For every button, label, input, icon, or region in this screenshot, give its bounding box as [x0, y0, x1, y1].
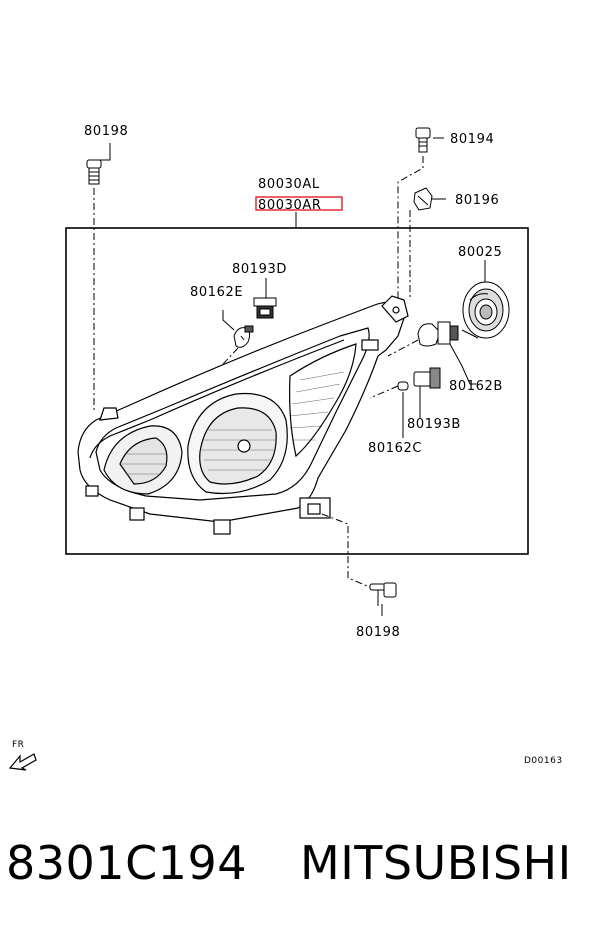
label-80030al: 80030AL: [258, 177, 320, 192]
label-80196: 80196: [455, 193, 499, 208]
label-80194: 80194: [450, 132, 494, 147]
socket-d-icon: [253, 297, 277, 319]
label-80193d: 80193D: [232, 262, 287, 277]
front-arrow-icon: [8, 753, 37, 771]
headlamp-assembly-illustration: [77, 295, 409, 535]
label-80198-bottom: 80198: [356, 625, 400, 640]
label-80030ar-highlight: [255, 196, 343, 211]
label-80162b: 80162B: [449, 379, 503, 394]
front-indicator-label: FR: [12, 740, 24, 750]
bolt-top-left-icon: [86, 143, 111, 410]
bulb-c-icon: [369, 381, 409, 438]
assembly-frame: [65, 227, 529, 555]
clip-icon: [409, 187, 446, 300]
label-80025: 80025: [458, 245, 502, 260]
bulb-b-icon: [417, 321, 476, 385]
label-80198-top: 80198: [84, 124, 128, 139]
part-number-caption: 8301C194: [6, 836, 247, 890]
label-80162c: 80162C: [368, 441, 422, 456]
bolt-bottom-icon: [321, 513, 397, 616]
label-80193b: 80193B: [407, 417, 461, 432]
bolt-top-right-icon: [397, 127, 444, 310]
dust-cap-icon: [461, 281, 510, 339]
label-80030ar: 80030AR: [258, 198, 321, 213]
bulb-e-icon: [233, 325, 254, 348]
diagram-code: D00163: [524, 756, 563, 766]
brand-caption: MITSUBISHI: [300, 836, 572, 890]
socket-b-icon: [413, 367, 441, 418]
label-80162e: 80162E: [190, 285, 243, 300]
